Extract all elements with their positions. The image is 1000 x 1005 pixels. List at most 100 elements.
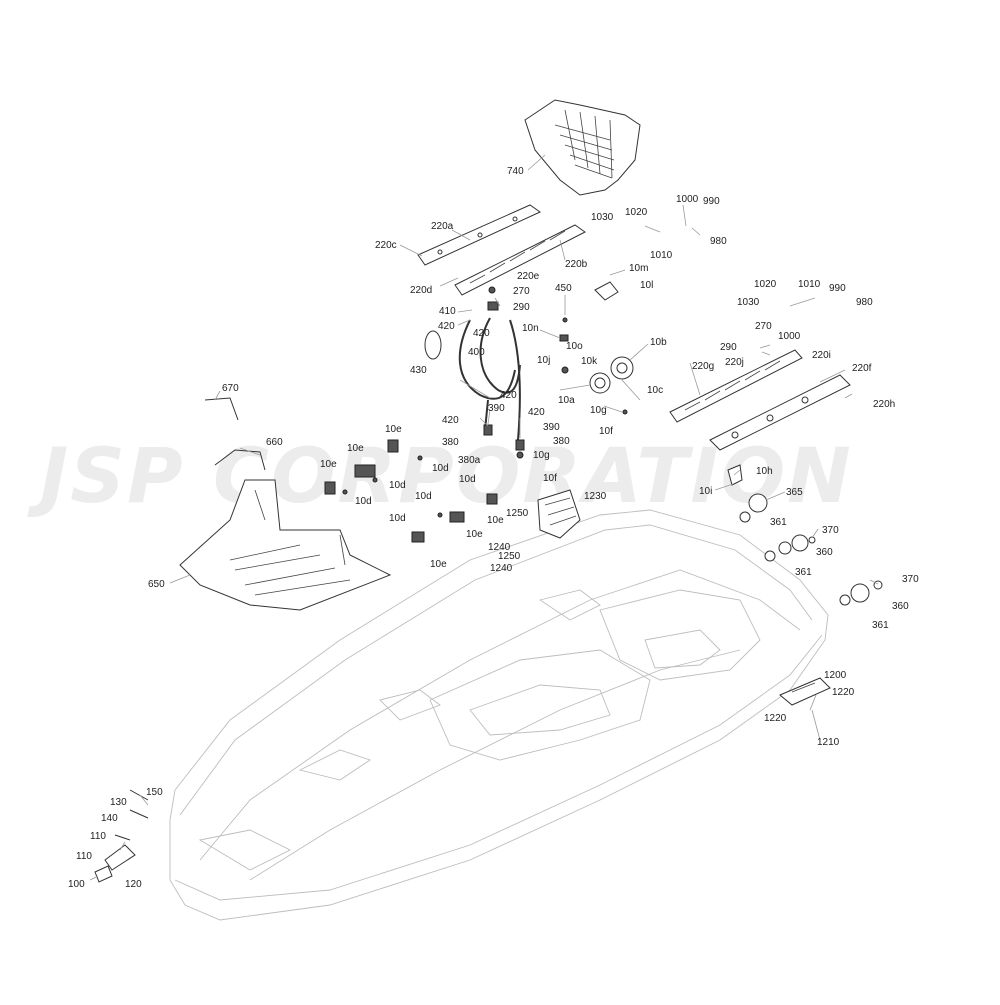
label-740: 740: [507, 166, 524, 177]
label-650: 650: [148, 579, 165, 590]
label-1210: 1210: [817, 737, 840, 748]
label-10k: 10k: [581, 356, 598, 367]
small-parts: [94, 281, 883, 883]
label-670: 670: [222, 383, 239, 394]
label-450: 450: [555, 283, 572, 294]
label-420-a: 420: [438, 321, 455, 332]
label-10o: 10o: [566, 341, 583, 352]
label-10g-b: 10g: [533, 450, 550, 461]
label-360-a: 360: [816, 547, 833, 558]
label-660: 660: [266, 437, 283, 448]
label-130: 130: [110, 797, 127, 808]
label-10c: 10c: [647, 385, 663, 396]
label-390-b: 390: [543, 422, 560, 433]
part-220g-rail: [669, 349, 803, 423]
label-1010-b: 1010: [798, 279, 821, 290]
label-1000-b: 1000: [778, 331, 801, 342]
label-220a: 220a: [431, 221, 454, 232]
leader-lines: [89, 154, 879, 881]
label-220j: 220j: [725, 357, 744, 368]
label-365: 365: [786, 487, 803, 498]
part-220b-rail: [454, 224, 586, 296]
label-220d: 220d: [410, 285, 432, 296]
label-361-a: 361: [770, 517, 787, 528]
label-1230: 1230: [584, 491, 607, 502]
label-10e-3: 10e: [320, 459, 337, 470]
part-400-hoses: [424, 317, 521, 441]
label-10e-5: 10e: [466, 529, 483, 540]
label-110-a: 110: [90, 831, 106, 842]
label-10a: 10a: [558, 395, 575, 406]
label-1240-b: 1240: [490, 563, 513, 574]
label-400: 400: [468, 347, 485, 358]
label-290-b: 290: [720, 342, 737, 353]
label-430: 430: [410, 365, 427, 376]
label-1250-a: 1250: [506, 508, 529, 519]
label-361-b: 361: [795, 567, 812, 578]
label-390-a: 390: [488, 403, 505, 414]
label-1240-a: 1240: [488, 542, 511, 553]
label-220c: 220c: [375, 240, 397, 251]
label-10n: 10n: [522, 323, 539, 334]
label-220b: 220b: [565, 259, 588, 270]
label-10i: 10i: [699, 486, 712, 497]
label-1030-a: 1030: [591, 212, 614, 223]
label-100: 100: [68, 879, 85, 890]
label-10m: 10m: [629, 263, 648, 274]
label-990-b: 990: [829, 283, 846, 294]
part-220f-rail: [709, 374, 851, 451]
label-1220-b: 1220: [764, 713, 787, 724]
label-10e-6: 10e: [430, 559, 447, 570]
label-10e-2: 10e: [347, 443, 364, 454]
label-10b: 10b: [650, 337, 667, 348]
label-220e: 220e: [517, 271, 540, 282]
label-140: 140: [101, 813, 118, 824]
label-1000-a: 1000: [676, 194, 699, 205]
label-370-b: 370: [902, 574, 919, 585]
label-150: 150: [146, 787, 163, 798]
label-10f-b: 10f: [543, 473, 557, 484]
label-10d-4: 10d: [459, 474, 476, 485]
label-220i: 220i: [812, 350, 831, 361]
label-10e-4: 10e: [487, 515, 504, 526]
label-1220-a: 1220: [832, 687, 855, 698]
label-360-b: 360: [892, 601, 909, 612]
part-220a-rail: [417, 204, 542, 266]
label-270-a: 270: [513, 286, 530, 297]
label-220g: 220g: [692, 361, 714, 372]
label-10d-2: 10d: [389, 480, 406, 491]
label-361-c: 361: [872, 620, 889, 631]
hull-drawing: [169, 509, 829, 921]
label-380-a: 380: [442, 437, 459, 448]
label-370-a: 370: [822, 525, 839, 536]
label-420-d: 420: [442, 415, 459, 426]
label-10l: 10l: [640, 280, 653, 291]
label-1020-b: 1020: [754, 279, 777, 290]
label-380a: 380a: [458, 455, 481, 466]
label-10j: 10j: [537, 355, 550, 366]
label-10d-5: 10d: [415, 491, 432, 502]
part-labels: 740 220a 220c 220b 220d 220e 270 290 410…: [68, 166, 919, 890]
label-1030-b: 1030: [737, 297, 760, 308]
label-10h: 10h: [756, 466, 773, 477]
label-10d-3: 10d: [355, 496, 372, 507]
label-980-a: 980: [710, 236, 727, 247]
label-1010-a: 1010: [650, 250, 673, 261]
label-10d-6: 10d: [389, 513, 406, 524]
label-420-e: 420: [528, 407, 545, 418]
label-1020-a: 1020: [625, 207, 648, 218]
label-1250-b: 1250: [498, 551, 521, 562]
label-410: 410: [439, 306, 456, 317]
label-990-a: 990: [703, 196, 720, 207]
label-980-b: 980: [856, 297, 873, 308]
label-10g-a: 10g: [590, 405, 607, 416]
label-120: 120: [125, 879, 142, 890]
label-10d-1: 10d: [432, 463, 449, 474]
label-110-b: 110: [76, 851, 92, 862]
label-220f: 220f: [852, 363, 872, 374]
watermark: JSP CORPORATION: [27, 431, 853, 520]
label-220h: 220h: [873, 399, 895, 410]
label-10f-a: 10f: [599, 426, 613, 437]
label-10e-1: 10e: [385, 424, 402, 435]
